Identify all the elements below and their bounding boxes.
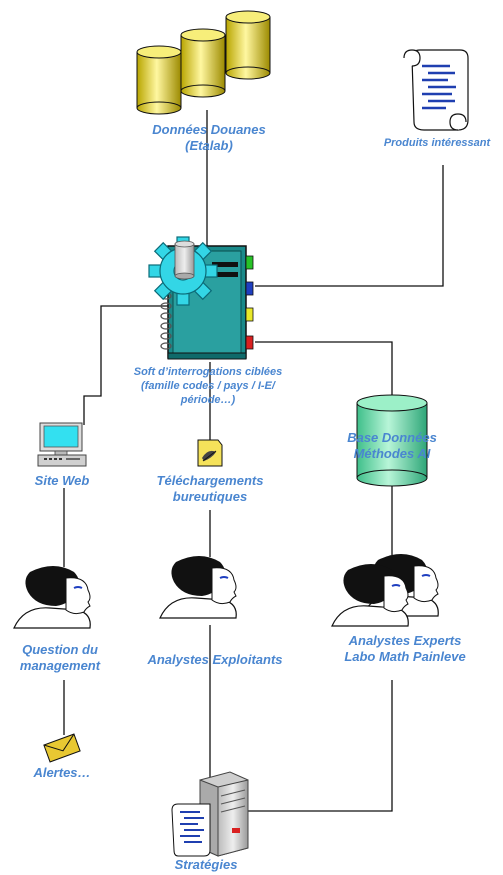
label-soft-line1: Soft d’interrogations ciblées	[133, 366, 283, 378]
label-strategies: Stratégies	[152, 857, 260, 873]
connector-soft-base	[255, 341, 393, 403]
label-base-line2: Méthodes AI	[353, 446, 431, 462]
server-icon	[199, 771, 249, 857]
connectors	[63, 110, 444, 812]
database-cylinder-2	[180, 28, 226, 98]
label-alertes: Alertes…	[14, 765, 110, 781]
connector-produits-soft	[255, 165, 444, 287]
label-donnees-douanes: Données Douanes (Etalab)	[139, 122, 279, 155]
connector-soft-siteweb	[83, 305, 168, 425]
label-experts-line1: Analystes Experts	[348, 633, 462, 648]
label-donnees-douanes-line1: Données Douanes	[152, 122, 266, 137]
person-icon	[331, 564, 409, 627]
label-question-line1: Question du	[22, 642, 98, 657]
label-exploitants-line: Analystes Exploitants	[147, 652, 283, 667]
label-telechargements-line1: Téléchargements	[156, 473, 264, 488]
document-icon	[403, 49, 469, 131]
label-donnees-douanes-line2: (Etalab)	[185, 138, 233, 154]
label-telechargements: Téléchargements bureutiques	[132, 473, 288, 506]
label-base-donnees: Base Données Méthodes AI	[326, 430, 458, 463]
person-icon	[13, 566, 91, 629]
label-alertes-line: Alertes…	[33, 765, 91, 780]
label-produits-interessant: Produits intéressant	[372, 137, 502, 151]
label-soft-line3: période…)	[180, 393, 236, 406]
label-experts-line2: Labo Math Painleve	[344, 649, 466, 665]
label-telechargements-line2: bureutiques	[172, 489, 248, 505]
document-icon	[171, 803, 211, 857]
database-cylinder-1	[136, 45, 182, 115]
database-cylinder-3	[225, 10, 271, 80]
label-question-line2: management	[19, 658, 101, 674]
label-site-web: Site Web	[20, 473, 104, 489]
label-site-web-line: Site Web	[34, 473, 90, 488]
label-analystes-experts: Analystes Experts Labo Math Painleve	[320, 633, 490, 666]
gear-device-icon	[148, 236, 254, 360]
label-soft-line2: (famille codes / pays / I-E/	[141, 379, 275, 392]
label-analystes-exploitants: Analystes Exploitants	[140, 652, 290, 668]
label-soft-interrogations: Soft d’interrogations ciblées (famille c…	[108, 366, 308, 407]
file-icon	[197, 439, 223, 467]
label-strategies-line: Stratégies	[174, 857, 238, 872]
computer-icon	[37, 422, 87, 467]
label-produits-line: Produits intéressant	[383, 137, 491, 149]
envelope-icon	[43, 733, 81, 763]
label-base-line1: Base Données	[347, 430, 437, 445]
connector-experts-strategies	[248, 680, 393, 812]
label-question-management: Question du management	[4, 642, 116, 675]
person-icon	[159, 556, 237, 619]
database-icon	[356, 394, 428, 487]
database-icon	[136, 10, 271, 115]
